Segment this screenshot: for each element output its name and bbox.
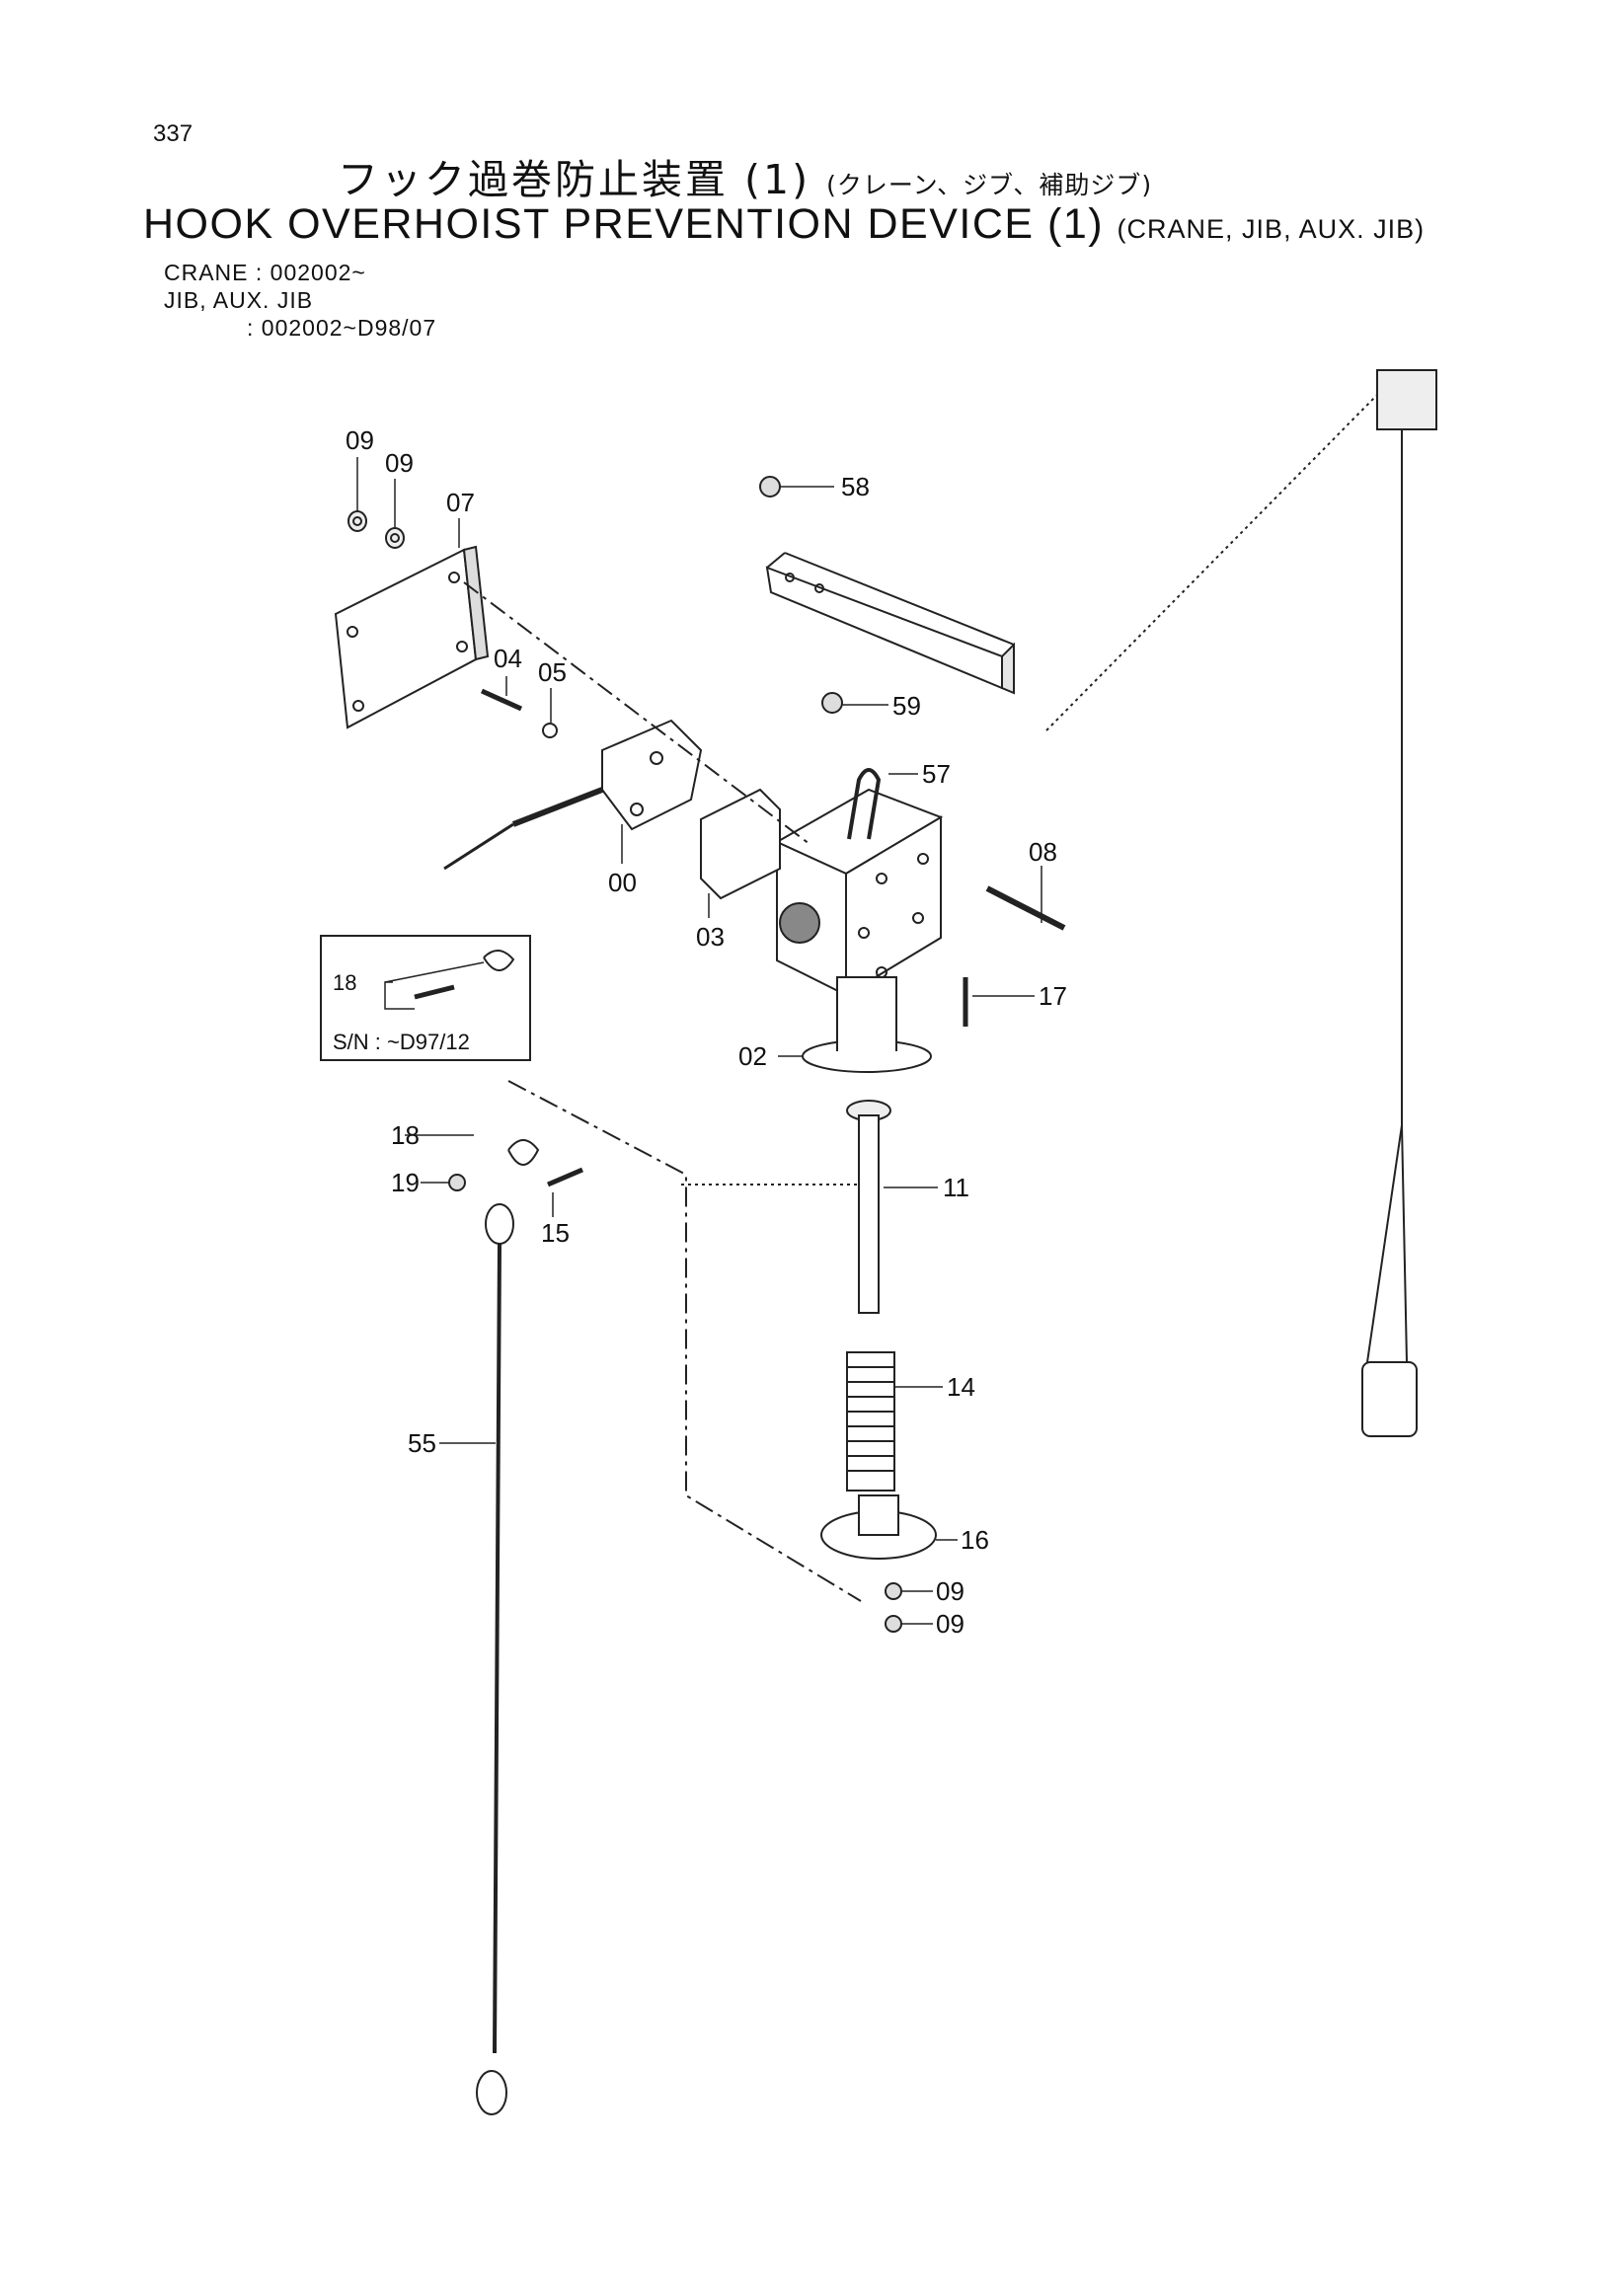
plunger-shaft [846,1100,891,1314]
nut-09d [885,1615,902,1633]
switch-cover [700,788,781,900]
compression-spring [846,1351,895,1492]
part-label-09: 09 [346,425,374,455]
inset-part-label: 18 [333,970,356,995]
page-title-english: HOOK OVERHOIST PREVENTION DEVICE (1) (CR… [143,200,1425,249]
part-label-09: 09 [936,1576,964,1606]
title-jp-subtitle: (クレーン、ジブ、補助ジブ) [826,171,1153,199]
shackle-18 [507,1139,540,1166]
serial-jib-range: : 002002~D98/07 [247,315,437,341]
part-label-16: 16 [961,1525,989,1555]
part-label-00: 00 [608,868,637,897]
part-label-04: 04 [494,644,522,673]
reference-line [1045,394,1378,731]
part-label-17: 17 [1039,981,1067,1011]
angle-bracket [765,552,1015,695]
part-label-59: 59 [892,691,921,721]
limit-switch-housing [774,788,944,997]
part-label-03: 03 [696,922,725,952]
variant-inset-box [320,935,531,1061]
title-jp-main: フック過巻防止装置 (1) [338,156,811,203]
part-label-09: 09 [385,448,414,478]
nut-59 [821,692,843,714]
page-title-japanese: フック過巻防止装置 (1) (クレーン、ジブ、補助ジブ) [338,146,1152,205]
part-label-11: 11 [943,1173,969,1202]
part-label-18: 18 [391,1120,420,1150]
title-en-main: HOOK OVERHOIST PREVENTION DEVICE (1) [143,200,1105,248]
part-label-09: 09 [936,1609,964,1639]
nut-09c [885,1582,902,1600]
washer-05 [542,723,558,738]
part-label-58: 58 [841,472,870,501]
part-label-57: 57 [922,759,951,789]
serial-crane: CRANE : 002002~ [164,260,366,285]
part-label-19: 19 [391,1168,420,1197]
inset-shackle [483,950,515,971]
limit-switch [443,719,703,871]
title-en-subtitle: (CRANE, JIB, AUX. JIB) [1117,214,1426,244]
u-bolt [847,768,882,840]
inset-bolt [414,984,455,1000]
page-number: 337 [153,120,193,147]
part-label-14: 14 [947,1372,975,1402]
wire-cable [476,1203,514,2115]
part-label-07: 07 [446,488,475,517]
part-label-05: 05 [538,657,567,687]
inset-serial-note: S/N : ~D97/12 [333,1030,470,1054]
hook-assembly-overview [1361,369,1437,1437]
nut-pair-top [347,510,405,549]
part-label-55: 55 [408,1428,436,1458]
assembly-line-a [463,581,810,845]
mounting-plate [334,545,490,729]
serial-jib-label: JIB, AUX. JIB [164,287,314,313]
bolt-04 [480,688,523,712]
assembly-line-b [507,1080,862,1602]
support-tube [802,976,932,1073]
bolt-08 [985,885,1066,931]
part-label-02: 02 [738,1041,767,1071]
part-label-08: 08 [1029,837,1057,867]
spring-seat [820,1494,937,1560]
nut-19 [448,1174,466,1191]
bolt-15 [547,1167,583,1187]
part-label-15: 15 [541,1218,570,1248]
nut-58 [759,476,781,497]
